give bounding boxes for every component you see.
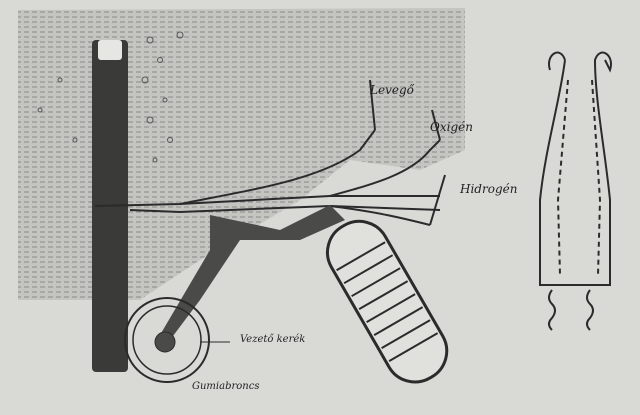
guide-wheel	[124, 297, 230, 383]
water-area	[18, 8, 465, 300]
torch-side-view	[539, 51, 612, 331]
grip	[326, 219, 449, 384]
torch-body	[94, 79, 446, 226]
handle-bracket	[160, 205, 345, 340]
bubbles	[37, 31, 184, 163]
label-oxygen: Oxigén	[430, 120, 473, 134]
label-tire: Gumiabroncs	[192, 381, 260, 392]
label-air: Levegő	[370, 83, 414, 97]
label-hydrogen: Hidrogén	[460, 182, 518, 196]
label-guide-wheel: Vezető kerék	[240, 334, 306, 345]
